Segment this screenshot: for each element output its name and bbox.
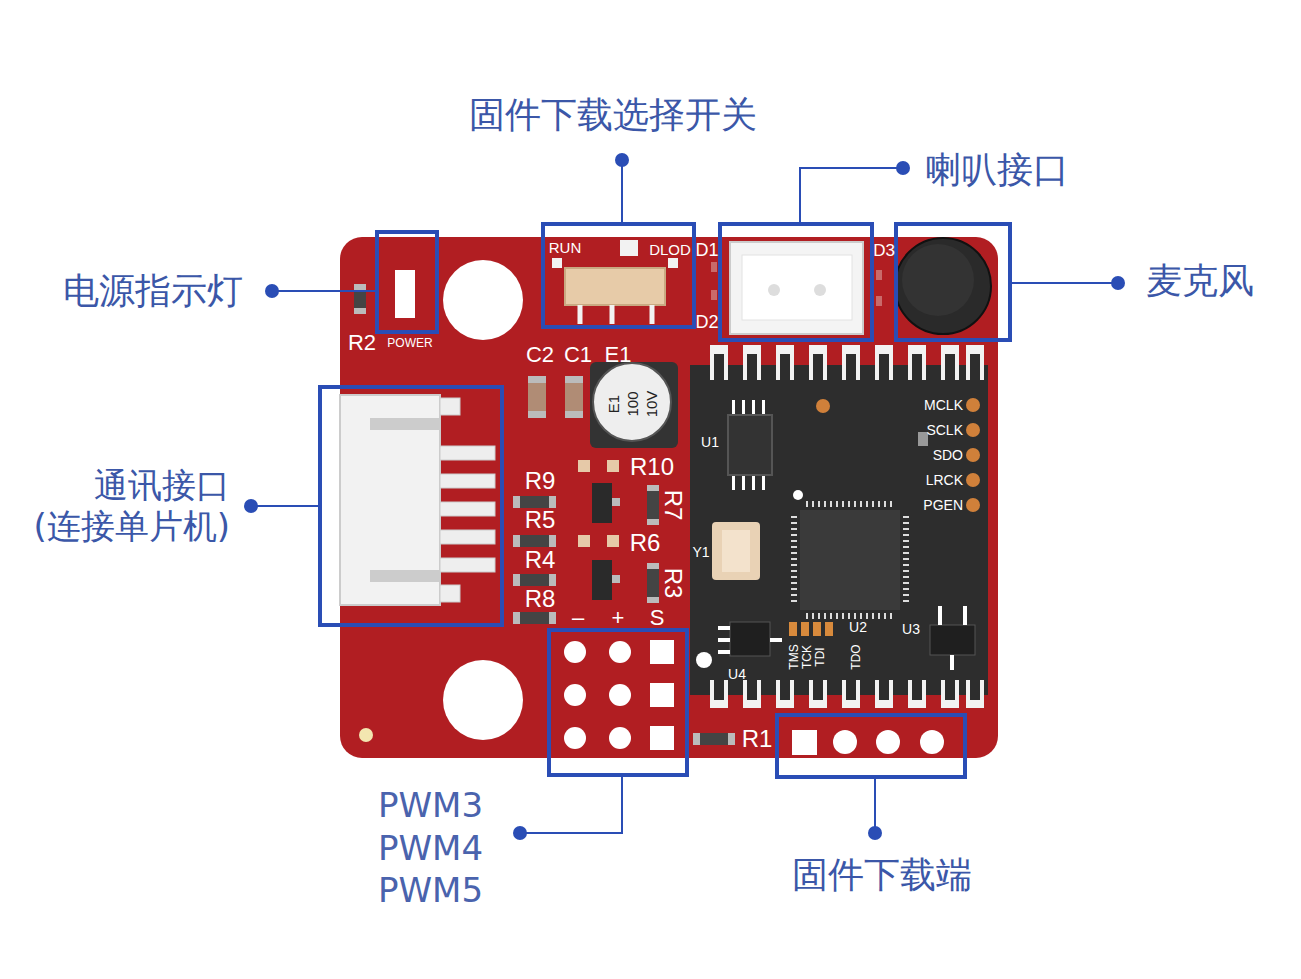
pin-label: TDI xyxy=(814,647,826,666)
part-name: R9 xyxy=(525,469,556,493)
capacitor-symbol xyxy=(528,376,546,418)
capacitor-marking: 100 xyxy=(625,391,640,416)
capacitor-marking: 10V xyxy=(644,391,659,418)
mount-hole xyxy=(443,660,523,740)
callout-label: 固件下载端 xyxy=(792,857,972,893)
pin-header xyxy=(792,730,944,755)
silkscreen-label: POWER xyxy=(387,337,432,349)
part-name: C2 xyxy=(526,344,554,366)
capacitor-symbol xyxy=(565,376,583,418)
pin-label: TCK xyxy=(801,645,813,669)
pin-label: + xyxy=(612,607,625,629)
silkscreen-label: RUN xyxy=(549,240,582,255)
part-name: D3 xyxy=(873,242,895,259)
pin-label: SDO xyxy=(933,448,963,462)
pin-label: – xyxy=(572,607,584,629)
part-name: R10 xyxy=(630,455,674,479)
silkscreen-label: DLOD xyxy=(649,242,691,257)
part-name: U2 xyxy=(849,620,867,634)
led-symbol xyxy=(395,270,415,318)
leader-dot xyxy=(244,153,1125,840)
capacitor-marking: E1 xyxy=(606,395,621,413)
callout-label: 固件下载选择开关 xyxy=(469,97,757,133)
comm-connector xyxy=(340,395,495,605)
resistor-symbol xyxy=(354,284,366,314)
mount-hole xyxy=(443,260,523,340)
pin-label: SCLK xyxy=(926,423,963,437)
part-name: D1 xyxy=(695,241,718,259)
part-name: C1 xyxy=(564,344,592,366)
part-name: U3 xyxy=(902,622,920,636)
part-name: R8 xyxy=(525,587,556,611)
part-name: R2 xyxy=(348,332,376,354)
pin-label: TMS xyxy=(788,644,800,669)
microphone xyxy=(895,238,991,334)
signal-name: PWM3 xyxy=(378,788,483,822)
leader-line xyxy=(251,160,1118,833)
pin-header xyxy=(564,640,674,750)
audio-module xyxy=(690,345,988,708)
pin-label: S xyxy=(650,607,665,629)
part-name: R5 xyxy=(525,508,556,532)
part-name: R4 xyxy=(525,548,556,572)
pin-label: MCLK xyxy=(924,398,963,412)
part-name: U4 xyxy=(728,667,746,681)
part-name: E1 xyxy=(605,344,632,366)
electrolytic-capacitor xyxy=(590,362,678,448)
signal-name: PWM5 xyxy=(378,873,483,907)
transistor-symbol xyxy=(592,483,612,523)
part-name: U1 xyxy=(701,435,719,449)
callout-label: 喇叭接口 xyxy=(925,152,1069,188)
fiducial xyxy=(359,728,373,742)
pin-label: LRCK xyxy=(926,473,963,487)
callout-label: 麦克风 xyxy=(1146,263,1254,299)
part-name: R3 xyxy=(661,568,685,599)
speaker-connector xyxy=(730,242,863,334)
part-name: R6 xyxy=(630,531,661,555)
part-name: R1 xyxy=(742,727,773,751)
transistor-symbol xyxy=(592,560,612,600)
part-name: R7 xyxy=(661,490,685,521)
callout-label: 通讯接口 (连接单片机) xyxy=(33,465,230,547)
signal-name: PWM4 xyxy=(378,831,483,865)
part-name: Y1 xyxy=(692,545,709,559)
pin-label: TDO xyxy=(850,644,862,669)
part-name: D2 xyxy=(695,313,718,331)
callout-label: 电源指示灯 xyxy=(63,273,243,309)
callout-box xyxy=(320,224,1010,777)
pin-label: PGEN xyxy=(923,498,963,512)
